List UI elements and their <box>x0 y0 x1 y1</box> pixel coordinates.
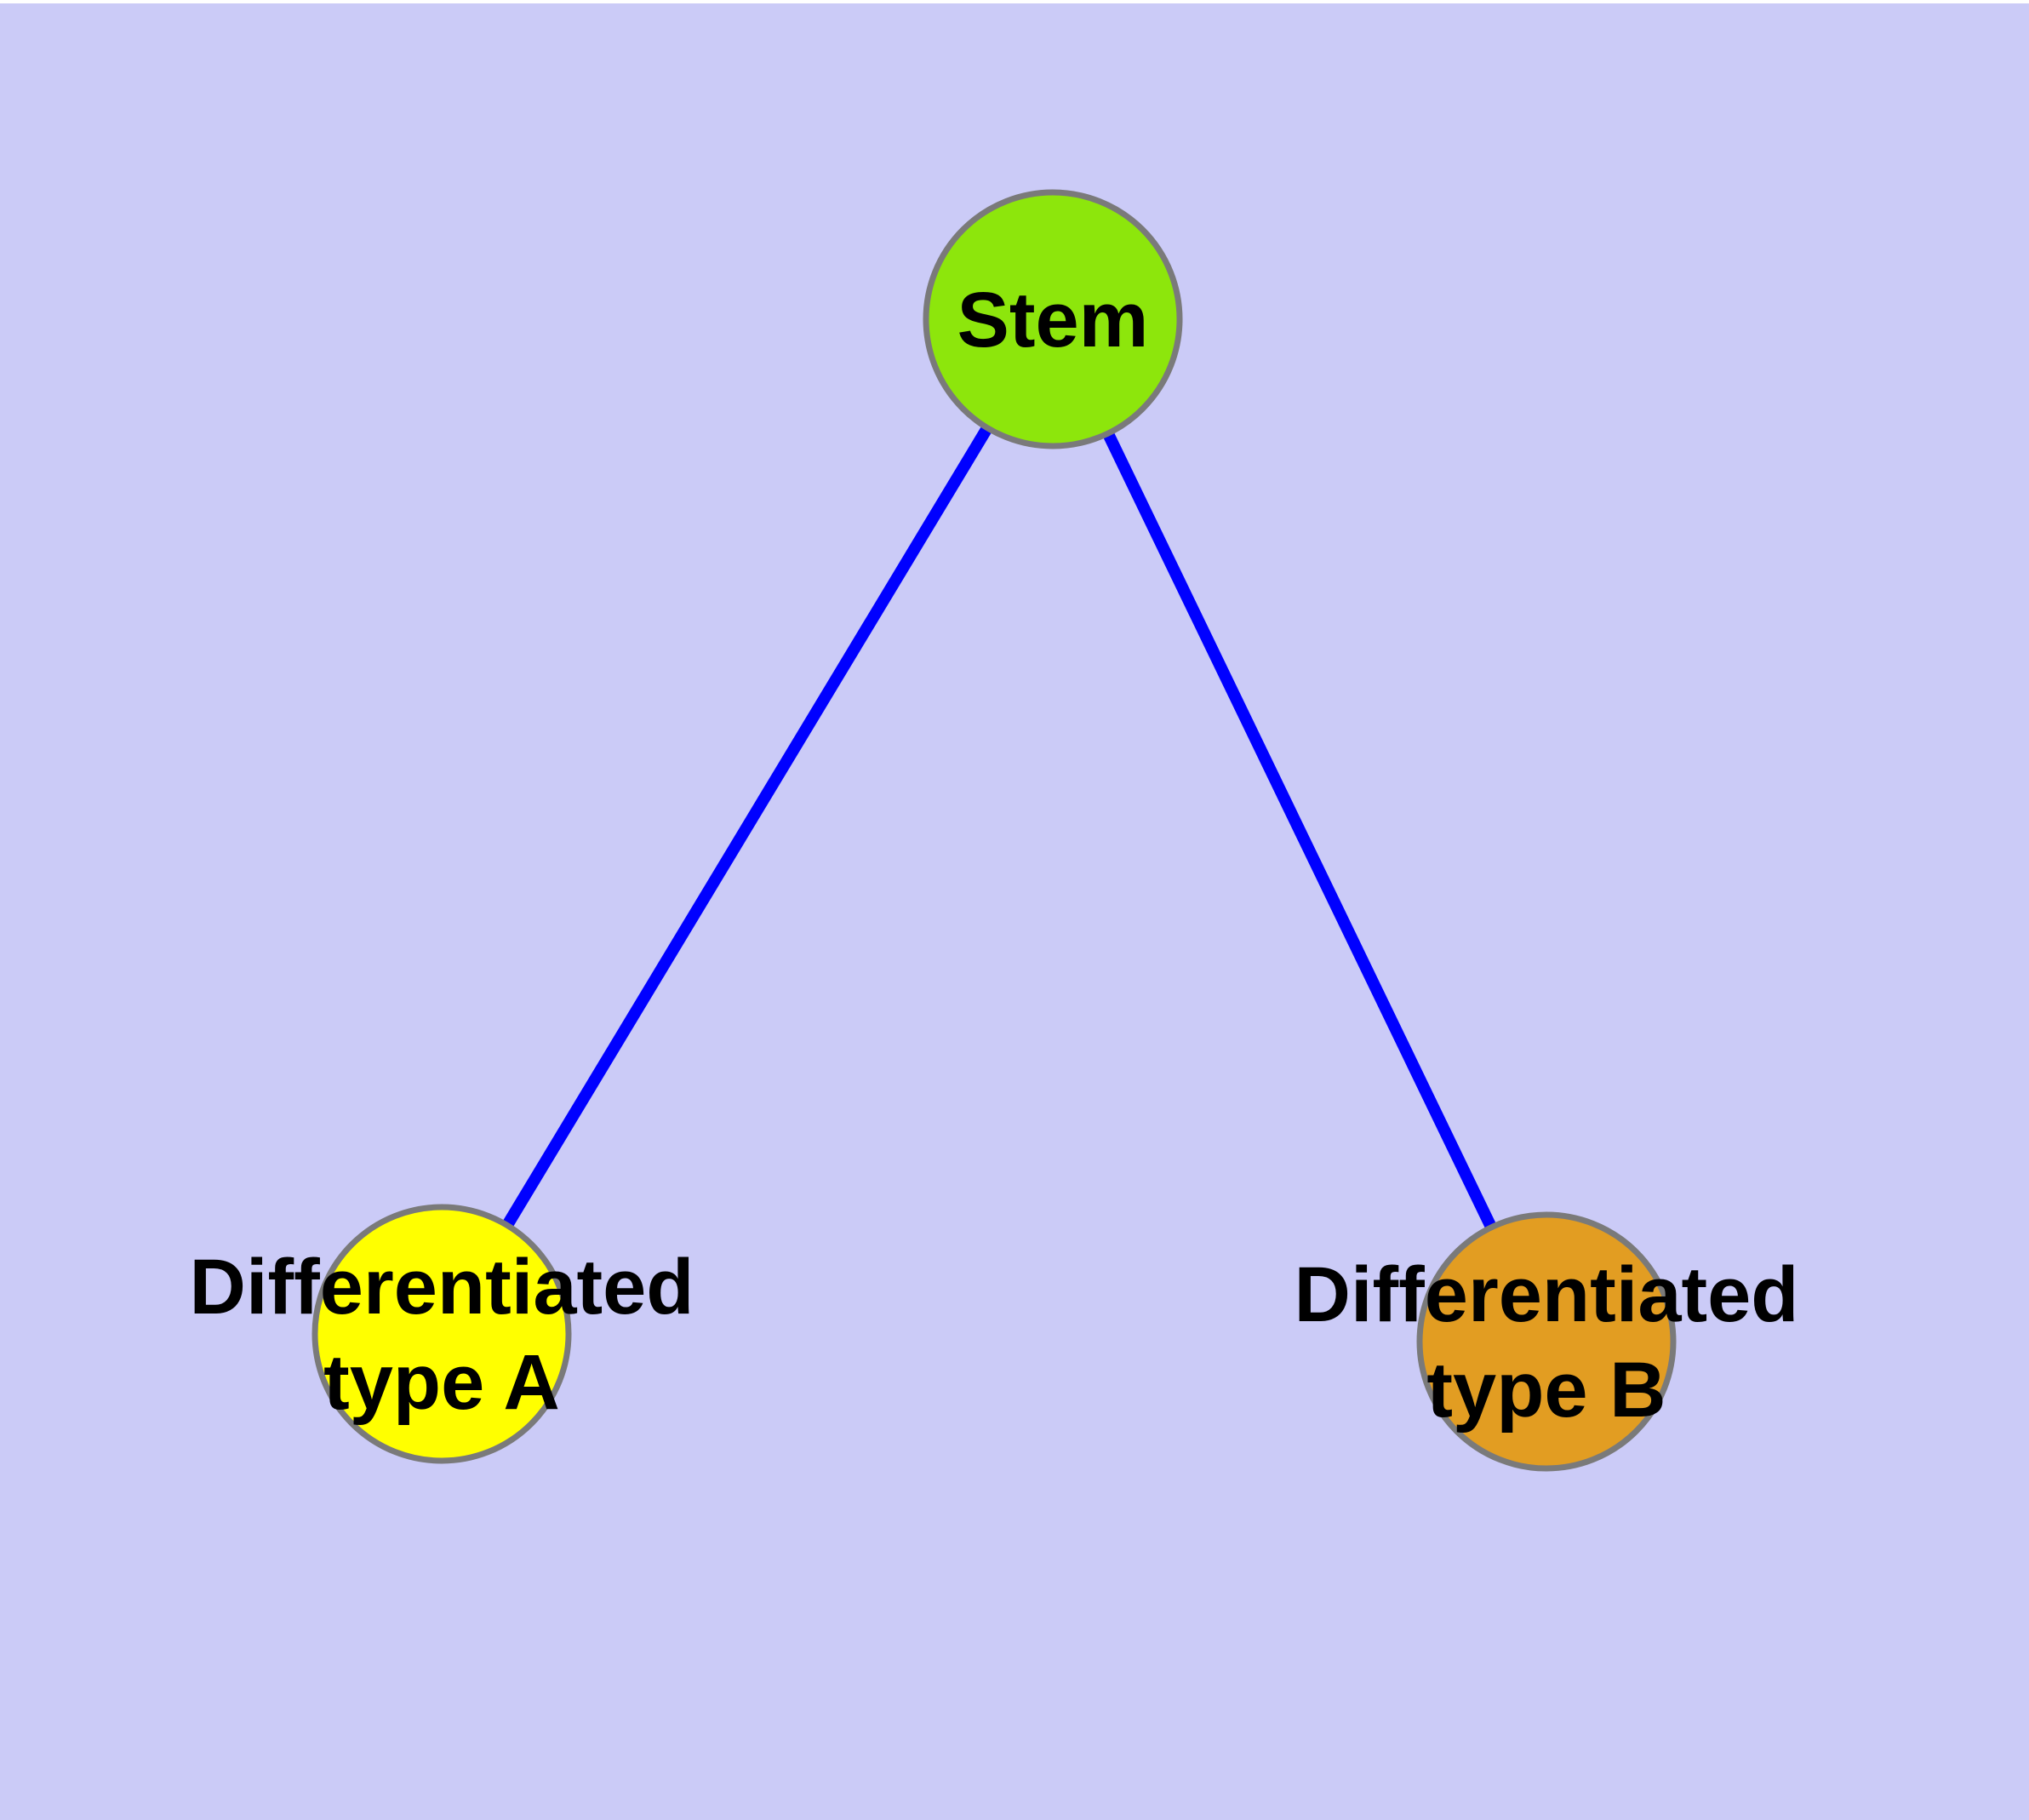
node-label-line: Differentiated <box>1295 1251 1799 1338</box>
node-label-diff-b: Differentiated type B <box>1295 1251 1799 1434</box>
node-label-stem: Stem <box>957 277 1149 363</box>
node-diff-a <box>311 1204 572 1464</box>
edge-stem-to-diff-a <box>437 316 1058 1337</box>
node-label-line: Differentiated <box>190 1244 694 1331</box>
node-label-line: type A <box>323 1339 560 1426</box>
node-label-line: Stem <box>957 277 1149 363</box>
node-diff-b <box>1416 1211 1677 1472</box>
top-margin-strip <box>0 0 2029 3</box>
node-label-line: type B <box>1426 1347 1666 1434</box>
edge-stem-to-diff-b <box>1047 316 1552 1345</box>
node-stem <box>923 189 1183 449</box>
